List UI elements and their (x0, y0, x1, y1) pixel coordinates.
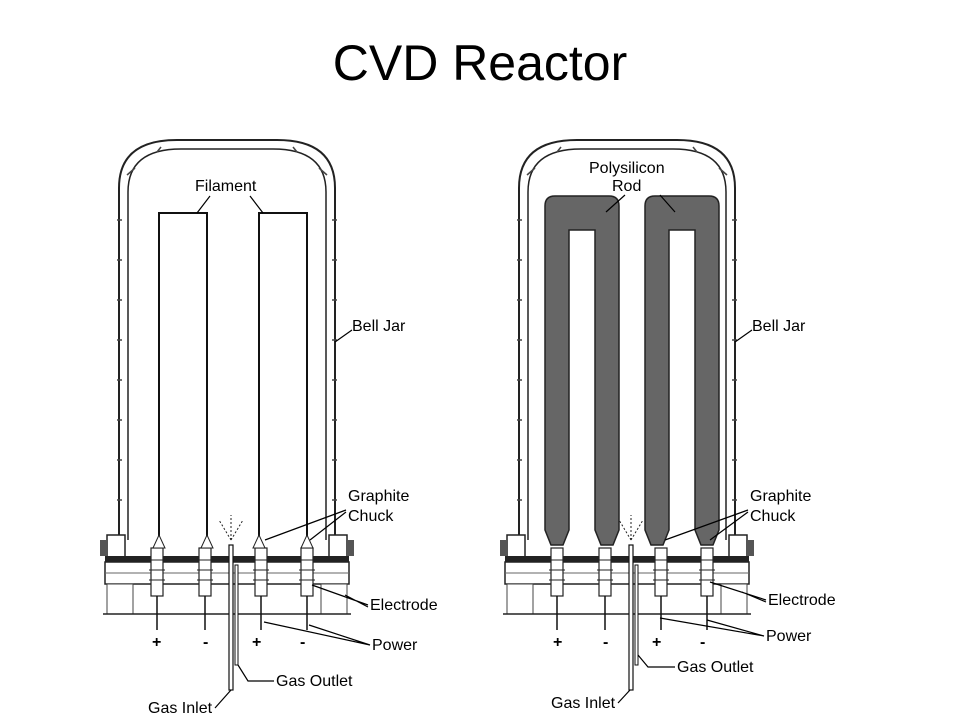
left-labels: Filament Bell Jar Graphite Chuck Electro… (148, 178, 438, 717)
left-bell-jar-label: Bell Jar (352, 318, 406, 335)
right-bell-jar-label: Bell Jar (752, 318, 806, 335)
right-gas-outlet-label: Gas Outlet (677, 659, 754, 676)
left-gas-outlet-label: Gas Outlet (276, 673, 353, 690)
left-sign-1: + (152, 634, 161, 651)
right-sign-1: + (553, 634, 562, 651)
right-power-label: Power (766, 628, 812, 645)
right-rod-label-2: Rod (612, 178, 641, 195)
filament (158, 212, 308, 545)
left-sign-2: - (203, 634, 208, 651)
polysilicon-rod (544, 195, 720, 546)
left-filament-label: Filament (195, 178, 257, 195)
right-reactor (499, 139, 755, 691)
right-sign-4: - (700, 634, 705, 651)
left-electrode-label: Electrode (370, 597, 438, 614)
left-power-label: Power (372, 637, 418, 654)
left-chuck-label: Chuck (348, 508, 394, 525)
left-gas-inlet-label: Gas Inlet (148, 700, 213, 717)
right-sign-2: - (603, 634, 608, 651)
right-chuck-label: Chuck (750, 508, 796, 525)
left-sign-3: + (252, 634, 261, 651)
page-title: CVD Reactor (332, 35, 628, 91)
right-sign-3: + (652, 634, 661, 651)
left-reactor (99, 139, 355, 691)
left-sign-4: - (300, 634, 305, 651)
left-graphite-label: Graphite (348, 488, 409, 505)
right-rod-label-1: Polysilicon (589, 160, 665, 177)
right-electrode-label: Electrode (768, 592, 836, 609)
right-graphite-label: Graphite (750, 488, 811, 505)
right-labels: Polysilicon Rod Bell Jar Graphite Chuck … (551, 160, 836, 712)
right-gas-inlet-label: Gas Inlet (551, 695, 616, 712)
